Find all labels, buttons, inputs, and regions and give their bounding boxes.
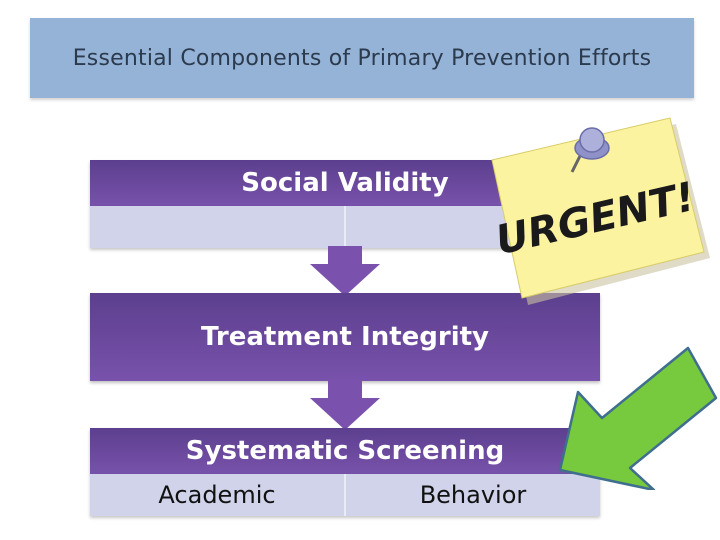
title-bar: Essential Components of Primary Preventi…: [30, 18, 694, 98]
cell-left: [90, 206, 346, 248]
cell-behavior: Behavior: [419, 481, 527, 509]
down-arrow-icon: [310, 246, 380, 296]
urgent-sticky-note-icon: URGENT!: [491, 117, 710, 305]
push-pin-icon: [570, 127, 610, 173]
level-systematic-screening: Systematic Screening: [90, 428, 600, 474]
level-treatment-integrity: Treatment Integrity: [90, 293, 600, 381]
green-pointer-arrow-icon: [558, 346, 718, 490]
level-label: Treatment Integrity: [201, 322, 489, 352]
down-arrow-icon: [310, 380, 380, 430]
level-label: Systematic Screening: [185, 436, 505, 466]
cell-academic: Academic: [90, 474, 346, 516]
level-label: Social Validity: [241, 168, 449, 198]
page-title: Essential Components of Primary Preventi…: [72, 45, 652, 71]
level-systematic-screening-cells: Academic Behavior: [90, 474, 600, 516]
